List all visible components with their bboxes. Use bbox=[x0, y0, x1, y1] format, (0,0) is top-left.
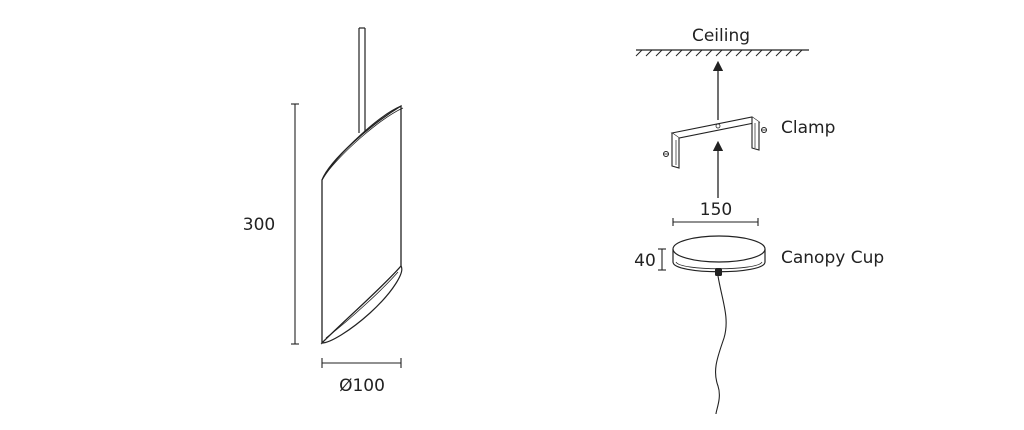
clamp-bracket bbox=[663, 116, 767, 169]
pendant-shade bbox=[320, 104, 404, 345]
diameter-dimension: Ø100 bbox=[321, 358, 402, 396]
canopy-height-dimension: 40 bbox=[634, 248, 666, 271]
ceiling-hatching bbox=[635, 49, 803, 57]
pendant-drawing: 300 Ø100 bbox=[243, 27, 404, 396]
canopy-height-label: 40 bbox=[634, 251, 656, 271]
suspension-rod bbox=[358, 27, 366, 133]
canopy-label: Canopy Cup bbox=[781, 248, 884, 268]
diameter-label: Ø100 bbox=[339, 376, 385, 396]
canopy-cup bbox=[672, 235, 766, 276]
height-label: 300 bbox=[243, 215, 275, 235]
power-cable bbox=[715, 275, 727, 415]
mounting-drawing: Ceiling bbox=[634, 26, 884, 415]
ceiling: Ceiling bbox=[635, 26, 809, 57]
cable-grommet bbox=[715, 268, 722, 276]
canopy-width-label: 150 bbox=[700, 200, 732, 220]
ceiling-label: Ceiling bbox=[692, 26, 750, 46]
height-dimension: 300 bbox=[243, 103, 299, 345]
clamp-label: Clamp bbox=[781, 118, 835, 138]
clamp-screw-left bbox=[663, 151, 669, 157]
canopy-width-dimension: 150 bbox=[672, 200, 759, 226]
clamp-screw-right bbox=[761, 127, 767, 133]
